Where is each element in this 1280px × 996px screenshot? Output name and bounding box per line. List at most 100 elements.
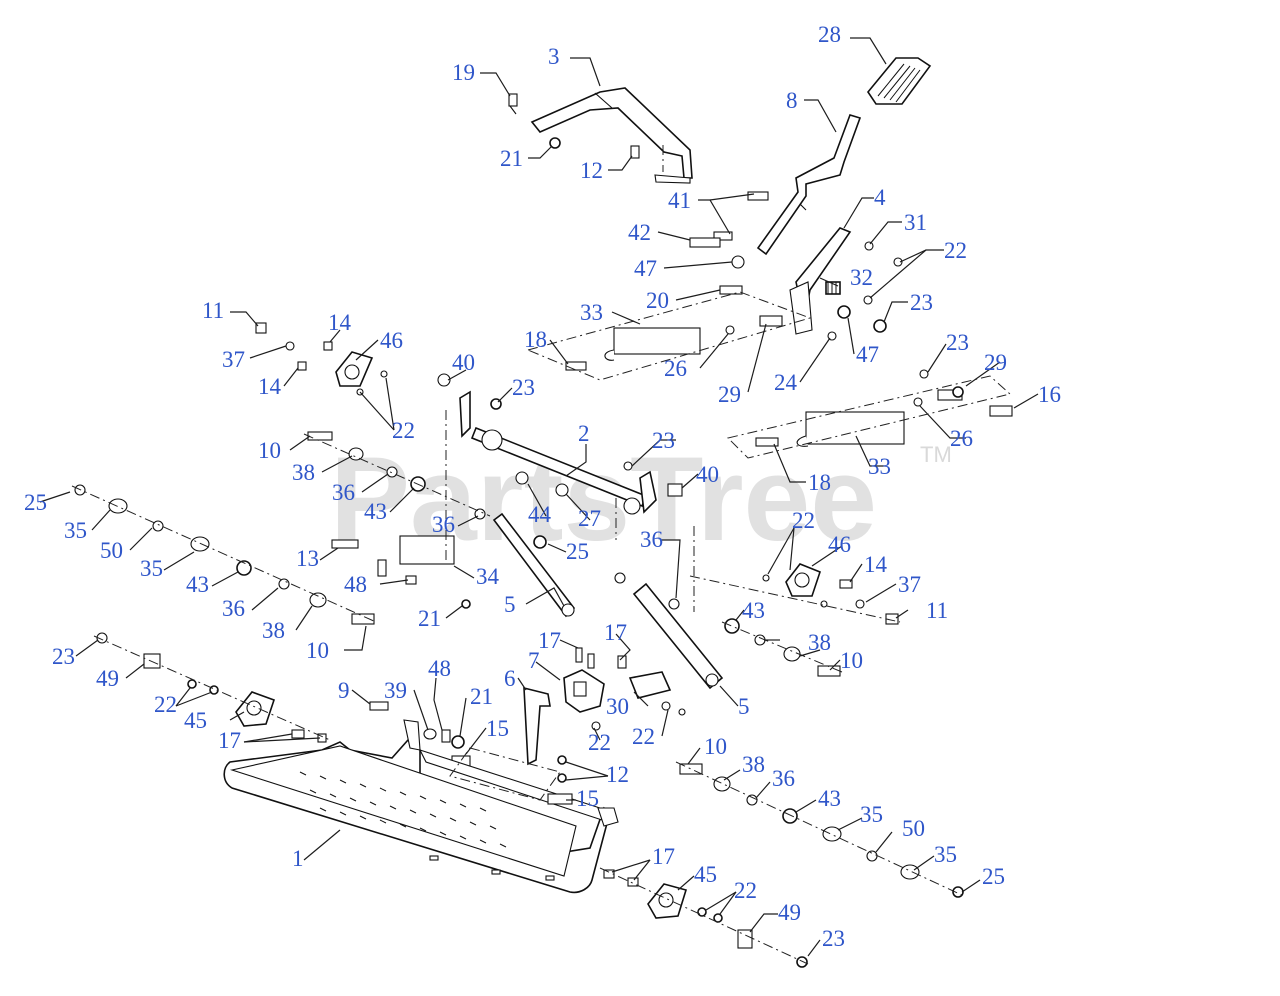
- callout-26[interactable]: 26: [664, 356, 687, 381]
- callout-5b[interactable]: 5: [738, 694, 750, 719]
- callout-35c[interactable]: 35: [860, 802, 883, 827]
- callout-45[interactable]: 45: [184, 708, 207, 733]
- callout-14b[interactable]: 14: [258, 374, 282, 399]
- callout-38[interactable]: 38: [292, 460, 315, 485]
- callout-22g[interactable]: 22: [734, 878, 757, 903]
- callout-36e[interactable]: 36: [772, 766, 795, 791]
- callout-18b[interactable]: 18: [808, 470, 831, 495]
- callout-35d[interactable]: 35: [934, 842, 957, 867]
- callout-20[interactable]: 20: [646, 288, 669, 313]
- callout-15b[interactable]: 15: [576, 786, 599, 811]
- callout-46[interactable]: 46: [380, 328, 403, 353]
- callout-46b[interactable]: 46: [828, 532, 851, 557]
- callout-39[interactable]: 39: [384, 678, 407, 703]
- callout-15[interactable]: 15: [486, 716, 509, 741]
- callout-10[interactable]: 10: [258, 438, 281, 463]
- callout-22b[interactable]: 22: [392, 418, 415, 443]
- callout-27[interactable]: 27: [578, 506, 601, 531]
- callout-10d[interactable]: 10: [704, 734, 727, 759]
- callout-17d[interactable]: 17: [652, 844, 675, 869]
- callout-40[interactable]: 40: [452, 350, 475, 375]
- callout-49b[interactable]: 49: [778, 900, 801, 925]
- callout-24[interactable]: 24: [774, 370, 798, 395]
- callout-1[interactable]: 1: [292, 846, 304, 871]
- callout-30[interactable]: 30: [606, 694, 629, 719]
- callout-16[interactable]: 16: [1038, 382, 1061, 407]
- callout-36c[interactable]: 36: [640, 527, 663, 552]
- callout-17b[interactable]: 17: [604, 620, 627, 645]
- callout-29[interactable]: 29: [718, 382, 741, 407]
- callout-3[interactable]: 3: [548, 44, 560, 69]
- callout-2[interactable]: 2: [578, 421, 590, 446]
- callout-23[interactable]: 23: [910, 290, 933, 315]
- callout-26b[interactable]: 26: [950, 426, 973, 451]
- callout-25b[interactable]: 25: [566, 539, 589, 564]
- callout-14c[interactable]: 14: [864, 552, 888, 577]
- callout-8[interactable]: 8: [786, 88, 798, 113]
- callout-41[interactable]: 41: [668, 188, 691, 213]
- callout-7[interactable]: 7: [528, 648, 540, 673]
- callout-12b[interactable]: 12: [606, 762, 629, 787]
- callout-22f[interactable]: 22: [632, 724, 655, 749]
- callout-48b[interactable]: 48: [428, 656, 451, 681]
- callout-50b[interactable]: 50: [902, 816, 925, 841]
- callout-22e[interactable]: 22: [588, 730, 611, 755]
- callout-13[interactable]: 13: [296, 546, 319, 571]
- callout-5[interactable]: 5: [504, 592, 516, 617]
- callout-22[interactable]: 22: [944, 238, 967, 263]
- callout-12[interactable]: 12: [580, 158, 603, 183]
- callout-23b[interactable]: 23: [512, 375, 535, 400]
- callout-37[interactable]: 37: [222, 347, 245, 372]
- callout-33b[interactable]: 33: [868, 454, 891, 479]
- callout-43d[interactable]: 43: [818, 786, 841, 811]
- callout-19[interactable]: 19: [452, 60, 475, 85]
- callout-47b[interactable]: 47: [856, 342, 879, 367]
- callout-48[interactable]: 48: [344, 572, 367, 597]
- callout-22c[interactable]: 22: [792, 508, 815, 533]
- callout-38d[interactable]: 38: [742, 752, 765, 777]
- callout-36[interactable]: 36: [332, 480, 355, 505]
- callout-44[interactable]: 44: [528, 502, 552, 527]
- callout-23d[interactable]: 23: [652, 428, 675, 453]
- callout-43b[interactable]: 43: [186, 572, 209, 597]
- callout-11b[interactable]: 11: [926, 598, 948, 623]
- callout-22d[interactable]: 22: [154, 692, 177, 717]
- callout-23c[interactable]: 23: [946, 330, 969, 355]
- callout-35b[interactable]: 35: [140, 556, 163, 581]
- callout-42[interactable]: 42: [628, 220, 651, 245]
- callout-21b[interactable]: 21: [418, 606, 441, 631]
- callout-25[interactable]: 25: [24, 490, 47, 515]
- callout-23e[interactable]: 23: [52, 644, 75, 669]
- callout-49[interactable]: 49: [96, 666, 119, 691]
- callout-31[interactable]: 31: [904, 210, 927, 235]
- callout-50[interactable]: 50: [100, 538, 123, 563]
- callout-17c[interactable]: 17: [218, 728, 241, 753]
- callout-14[interactable]: 14: [328, 310, 352, 335]
- callout-11[interactable]: 11: [202, 298, 224, 323]
- callout-4[interactable]: 4: [874, 185, 886, 210]
- callout-38b[interactable]: 38: [262, 618, 285, 643]
- callout-28[interactable]: 28: [818, 22, 841, 47]
- callout-38c[interactable]: 38: [808, 630, 831, 655]
- callout-45b[interactable]: 45: [694, 862, 717, 887]
- callout-10c[interactable]: 10: [840, 648, 863, 673]
- callout-17[interactable]: 17: [538, 628, 561, 653]
- callout-32[interactable]: 32: [850, 265, 873, 290]
- callout-37b[interactable]: 37: [898, 572, 921, 597]
- callout-23f[interactable]: 23: [822, 926, 845, 951]
- callout-43[interactable]: 43: [364, 499, 387, 524]
- callout-33[interactable]: 33: [580, 300, 603, 325]
- callout-40b[interactable]: 40: [696, 462, 719, 487]
- callout-35[interactable]: 35: [64, 518, 87, 543]
- callout-36b[interactable]: 36: [432, 512, 455, 537]
- callout-25c[interactable]: 25: [982, 864, 1005, 889]
- callout-10b[interactable]: 10: [306, 638, 329, 663]
- callout-21[interactable]: 21: [500, 146, 523, 171]
- callout-47[interactable]: 47: [634, 256, 657, 281]
- callout-36d[interactable]: 36: [222, 596, 245, 621]
- callout-18[interactable]: 18: [524, 327, 547, 352]
- callout-21c[interactable]: 21: [470, 684, 493, 709]
- callout-29b[interactable]: 29: [984, 350, 1007, 375]
- callout-6[interactable]: 6: [504, 666, 516, 691]
- callout-43c[interactable]: 43: [742, 598, 765, 623]
